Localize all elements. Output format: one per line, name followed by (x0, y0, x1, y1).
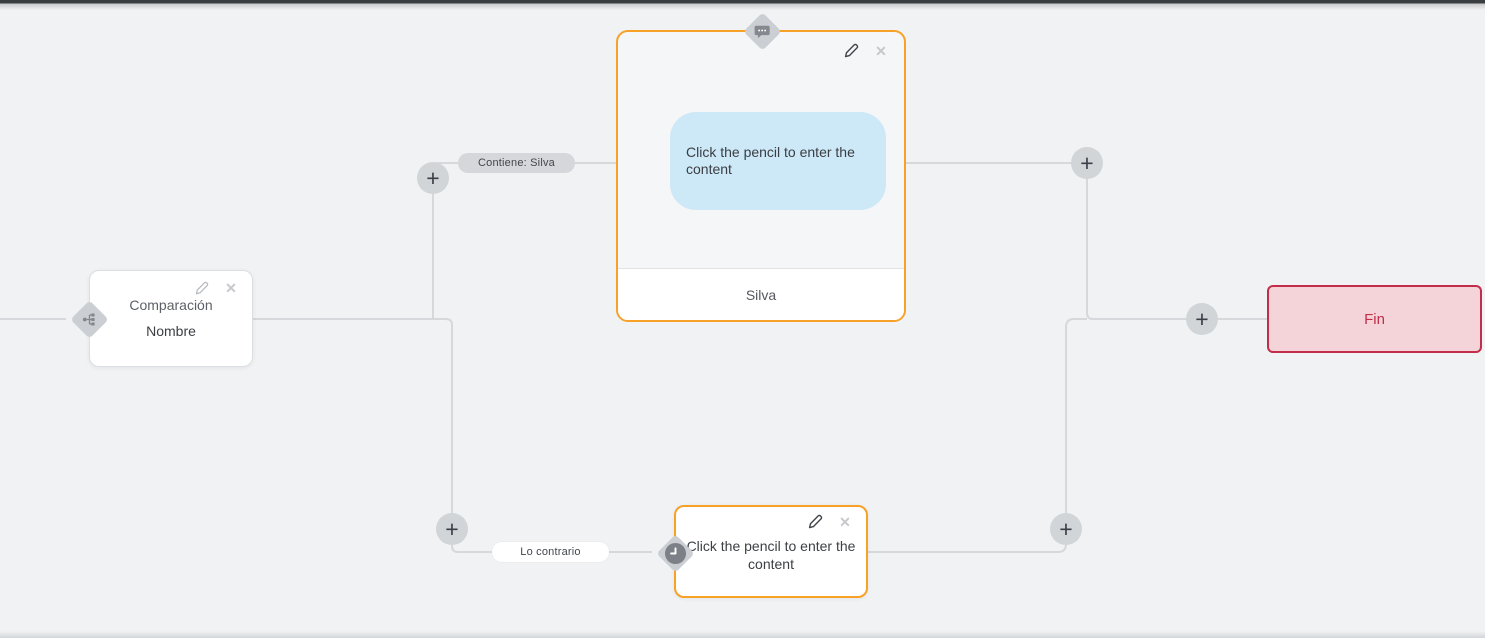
edge-condition-to-true-branch (432, 162, 616, 319)
plus-icon: + (426, 165, 440, 191)
delete-node-icon[interactable]: ✕ (225, 280, 237, 296)
chat-bubble-icon (754, 24, 771, 40)
add-node-button-after-wait[interactable]: + (1050, 513, 1082, 545)
message-placeholder-text: Click the pencil to enter the content (686, 143, 855, 178)
plus-icon: + (1059, 516, 1073, 542)
delete-node-icon[interactable]: ✕ (839, 514, 851, 530)
condition-node-title: Comparación (129, 297, 213, 313)
branch-icon (81, 311, 98, 328)
edit-pencil-icon[interactable] (806, 513, 824, 531)
canvas-top-edge (0, 0, 1485, 10)
add-node-button-before-end[interactable]: + (1186, 303, 1218, 335)
plus-icon: + (1195, 306, 1209, 332)
condition-node-subtitle: Nombre (146, 323, 196, 339)
delete-node-icon[interactable]: ✕ (875, 43, 887, 59)
edge-condition-to-false-branch (253, 318, 652, 553)
message-node-type-badge (743, 12, 782, 51)
message-node-footer: Silva (618, 268, 904, 320)
clock-icon (664, 542, 687, 565)
message-content-bubble[interactable]: Click the pencil to enter the content (670, 112, 886, 210)
condition-node[interactable]: ✕ Comparación Nombre (70, 270, 253, 367)
plus-icon: + (1080, 150, 1094, 176)
canvas-bottom-edge (0, 631, 1485, 638)
condition-node-type-badge (70, 300, 109, 339)
edge-wait-to-end (868, 318, 1087, 553)
end-node[interactable]: Fin (1267, 285, 1482, 353)
edit-pencil-icon[interactable] (842, 42, 860, 60)
edge-message-to-end (906, 162, 1267, 320)
add-node-button-after-message[interactable]: + (1071, 147, 1103, 179)
edge-label-true-branch[interactable]: Contiene: Silva (458, 153, 575, 173)
end-node-label: Fin (1364, 310, 1385, 328)
plus-icon: + (445, 516, 459, 542)
wait-placeholder-text: Click the pencil to enter the content (686, 538, 856, 573)
add-node-button-true-branch[interactable]: + (417, 162, 449, 194)
wait-node[interactable]: ✕ Click the pencil to enter the content (656, 505, 868, 598)
message-node[interactable]: ✕ Click the pencil to enter the content … (616, 12, 906, 322)
message-node-name: Silva (745, 286, 777, 303)
add-node-button-false-branch[interactable]: + (436, 513, 468, 545)
edit-pencil-icon[interactable] (192, 279, 210, 297)
edge-label-false-branch[interactable]: Lo contrario (492, 542, 609, 562)
wait-node-type-badge (656, 534, 695, 573)
